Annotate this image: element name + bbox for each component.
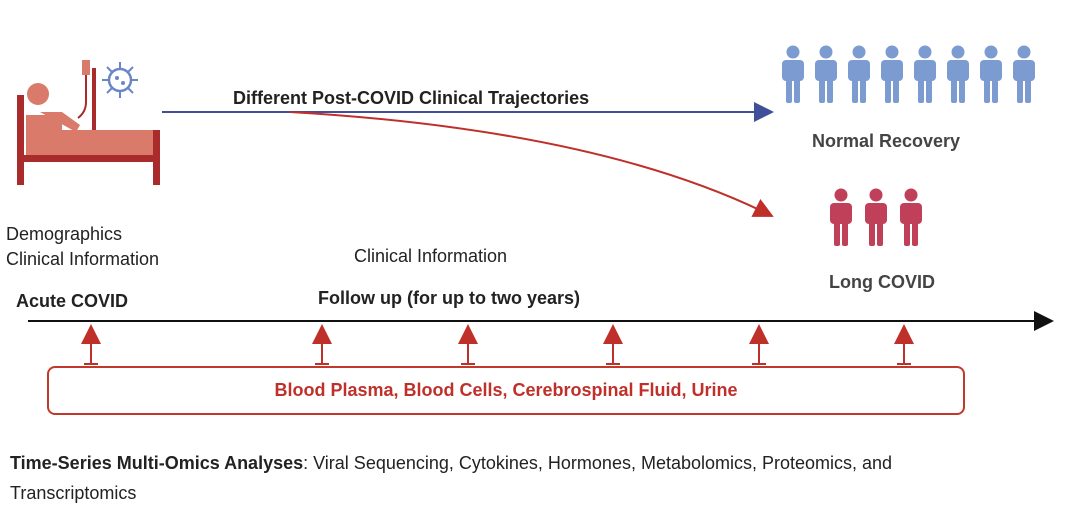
acute-covid-label: Acute COVID bbox=[16, 291, 129, 311]
normal-recovery-people bbox=[782, 45, 1035, 103]
long-covid-label: Long COVID bbox=[829, 272, 935, 292]
clinical-info-left-label: Clinical Information bbox=[6, 249, 160, 269]
long-covid-people bbox=[830, 188, 922, 246]
normal-recovery-label: Normal Recovery bbox=[812, 131, 961, 151]
virus-icon bbox=[102, 62, 138, 98]
hospital-bed-patient-icon bbox=[17, 60, 160, 185]
footer-bold: Time-Series Multi-Omics Analyses bbox=[10, 453, 304, 473]
samples-box: Blood Plasma, Blood Cells, Cerebrospinal… bbox=[47, 366, 965, 415]
footer-rest: : Viral Sequencing, Cytokines, Hormones,… bbox=[10, 453, 893, 503]
trajectories-title: Different Post-COVID Clinical Trajectori… bbox=[233, 88, 590, 108]
sampling-timepoints bbox=[81, 324, 914, 365]
demographics-label: Demographics bbox=[6, 224, 123, 244]
follow-up-label: Follow up (for up to two years) bbox=[318, 288, 580, 308]
samples-label: Blood Plasma, Blood Cells, Cerebrospinal… bbox=[274, 380, 738, 400]
long-covid-arrow bbox=[289, 111, 774, 217]
clinical-info-label: Clinical Information bbox=[354, 246, 508, 266]
footer-text: Time-Series Multi-Omics Analyses: Viral … bbox=[10, 448, 1010, 508]
